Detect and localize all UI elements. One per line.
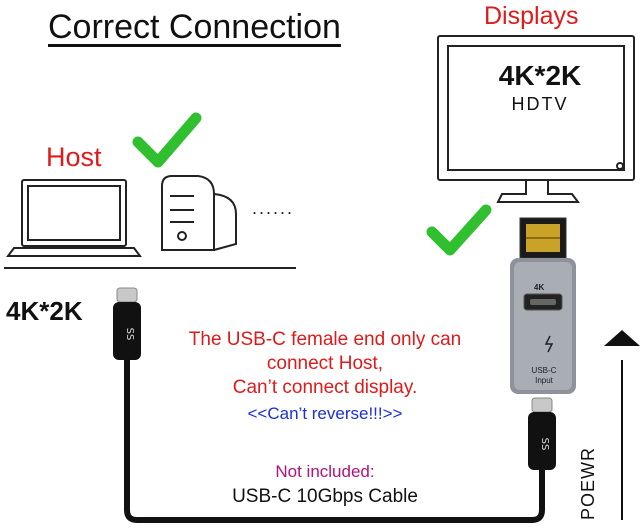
usb-c-cable (124, 360, 545, 523)
warning-line-3: Can’t connect display. (232, 377, 418, 398)
svg-text:SS: SS (539, 438, 550, 451)
adapter-port-label: USB-C Input (516, 366, 572, 386)
svg-text:SS: SS (124, 328, 135, 341)
warning-text: The USB-C female end only can connect Ho… (160, 328, 490, 400)
warning-line-2: connect Host, (266, 353, 384, 374)
monitor-type: HDTV (511, 94, 569, 114)
laptop-icon (6, 179, 142, 257)
display-check-icon (426, 204, 492, 256)
desktop-tower-icon (161, 175, 237, 251)
not-included-note: Not included: (275, 462, 375, 481)
warning-line-1: The USB-C female end only can (188, 329, 462, 350)
reverse-note: <<Can’t reverse!!!>> (247, 404, 403, 423)
host-label: Host (46, 142, 102, 172)
more-hosts-ellipsis: ...... (252, 198, 295, 218)
monitor-resolution: 4K*2K (498, 60, 582, 91)
hdmi-plug (519, 217, 567, 259)
page-title: Correct Connection (48, 8, 341, 46)
power-arrow (604, 330, 640, 520)
power-label: POEWR (578, 446, 598, 520)
displays-label: Displays (484, 2, 579, 30)
adapter-port-label-line2: Input (535, 376, 553, 385)
right-usb-c-plug: SS (528, 397, 556, 470)
adapter-body (510, 258, 576, 394)
cable-label: USB-C 10Gbps Cable (232, 486, 418, 507)
cable-resolution-label: 4K*2K (6, 296, 83, 326)
left-usb-c-plug: SS (113, 287, 141, 360)
adapter-port-label-line1: USB-C (531, 366, 557, 375)
host-check-icon (132, 112, 202, 168)
monitor-icon (437, 35, 635, 203)
adapter-4k-badge: 4K (534, 283, 545, 292)
